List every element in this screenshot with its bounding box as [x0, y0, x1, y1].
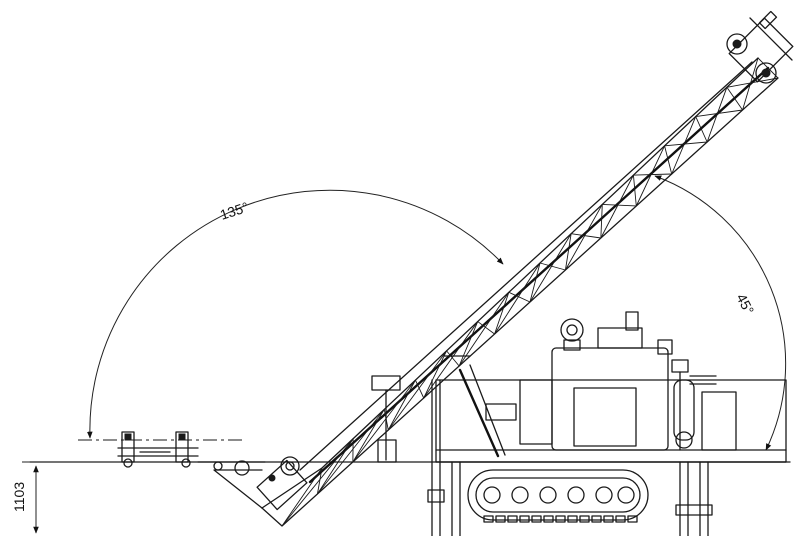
track-shoe: [567, 515, 578, 523]
track-wheels: [483, 486, 635, 504]
lattice-diagonal: [458, 291, 510, 367]
track-shoe: [627, 515, 638, 523]
lattice-strut: [352, 408, 385, 463]
lattice-strut: [600, 203, 603, 239]
track-wheel: [617, 486, 635, 504]
mast: [213, 57, 779, 527]
track-shoe: [555, 515, 566, 523]
lattice-diagonal: [494, 262, 541, 335]
lattice-strut: [757, 57, 779, 79]
lattice-diagonal: [316, 408, 385, 495]
lattice-strut: [726, 86, 744, 111]
lattice-diagonal: [726, 77, 779, 88]
lattice-diagonal: [635, 145, 666, 207]
track-shoe: [543, 515, 554, 523]
lattice-diagonal: [281, 438, 354, 527]
track-shoes: [483, 515, 638, 523]
lattice-strut: [316, 438, 354, 495]
lattice-diagonal: [695, 109, 744, 118]
power-pack: [519, 311, 673, 451]
track-wheel: [539, 486, 557, 504]
lattice-diagonal: [477, 321, 496, 335]
mast-lattice: [281, 57, 779, 527]
track-shoe: [579, 515, 590, 523]
angle-135-label: 135°: [218, 199, 250, 223]
track-shoe: [591, 515, 602, 523]
lattice-diagonal: [316, 467, 323, 495]
track-shoe: [519, 515, 530, 523]
lattice-diagonal: [564, 203, 603, 271]
folded-mast-head: [78, 431, 266, 476]
track-shoe: [495, 515, 506, 523]
crawler-track: [467, 469, 649, 523]
lattice-strut: [632, 174, 637, 207]
lattice-diagonal: [600, 174, 634, 239]
lattice-strut: [423, 350, 448, 399]
track-wheel: [567, 486, 585, 504]
lattice-diagonal: [539, 262, 566, 271]
lattice-diagonal: [601, 203, 637, 207]
lattice-diagonal: [671, 116, 697, 175]
track-wheel: [595, 486, 613, 504]
track-shoe: [603, 515, 614, 523]
lattice-strut: [458, 321, 479, 367]
lattice-diagonal: [706, 86, 728, 143]
lattice-diagonal: [632, 173, 673, 176]
lattice-diagonal: [742, 57, 759, 111]
track-shoe: [507, 515, 518, 523]
lattice-strut: [281, 467, 323, 527]
angle-135-dimension: 135°: [87, 189, 504, 439]
track-shoe: [483, 515, 494, 523]
lattice-strut: [695, 116, 708, 143]
lattice-strut: [664, 145, 673, 175]
mast-foot: [256, 456, 308, 511]
lattice-strut: [529, 262, 541, 303]
lattice-diagonal: [352, 379, 416, 463]
lattice-diagonal: [423, 321, 479, 399]
lattice-diagonal: [446, 350, 460, 367]
angle-45-label: 45°: [733, 291, 757, 317]
mast-cylinder: [371, 355, 517, 463]
lattice-diagonal: [387, 350, 448, 431]
crown-block: [726, 10, 794, 84]
lattice-diagonal: [664, 141, 708, 147]
lattice-diagonal: [508, 291, 531, 303]
height-dimension: 1103: [11, 461, 120, 534]
lattice-diagonal: [570, 233, 602, 239]
lattice-diagonal: [414, 379, 425, 399]
lattice-strut: [387, 379, 416, 431]
lattice-strut: [564, 233, 572, 271]
track-wheel: [511, 486, 529, 504]
control-panel: [671, 359, 737, 451]
lattice-diagonal: [529, 233, 572, 303]
height-label: 1103: [11, 482, 27, 512]
lattice-strut: [494, 291, 510, 335]
track-wheel: [483, 486, 501, 504]
track-shoe: [531, 515, 542, 523]
outrigger-legs: [427, 379, 713, 536]
track-shoe: [615, 515, 626, 523]
